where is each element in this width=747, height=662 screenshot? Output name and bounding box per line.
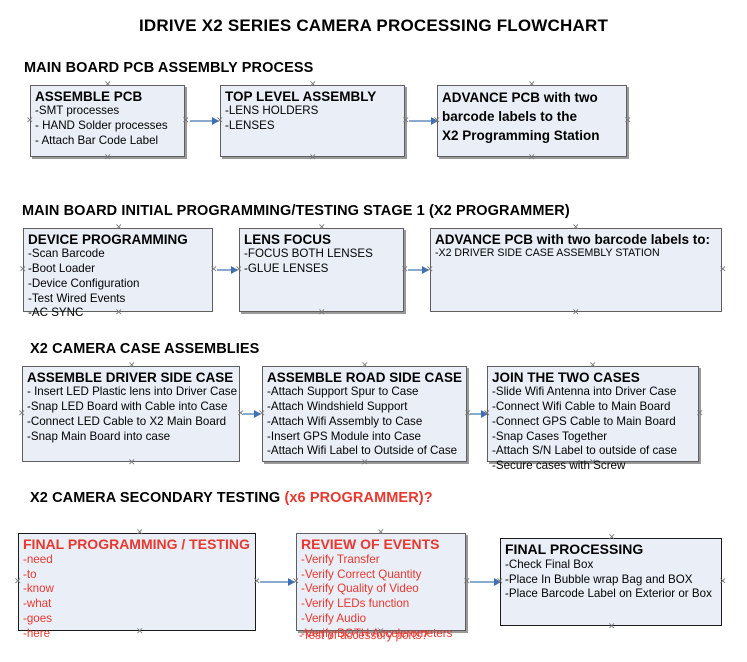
list-item: -Snap LED Board with Cable into Case [27,399,228,413]
node-assemble-pcb[interactable]: ASSEMBLE PCB -SMT processes - HAND Solde… [30,85,185,157]
node-join-the-two-cases[interactable]: JOIN THE TWO CASES -Slide Wifi Antenna i… [487,366,699,472]
node-review-of-events[interactable]: REVIEW OF EVENTS -Verify Transfer -Verif… [296,533,466,640]
list-item: -Attach Windshield Support [267,399,408,413]
list-item: -Verify Quality of Video [301,582,419,596]
list-item: -Check Final Box [505,557,594,571]
section-header-main-board-pcb-assembly: MAIN BOARD PCB ASSEMBLY PROCESS [24,60,313,76]
page-title: IDRIVE X2 SERIES CAMERA PROCESSING FLOWC… [138,16,609,35]
list-item: -Scan Barcode [28,247,105,261]
list-item: -Place Barcode Label on Exterior or Box [505,587,712,601]
list-item: -Snap Cases Together [492,429,608,443]
connector-lens-focus-to-advance-pcb [408,266,429,274]
list-item: -FOCUS BOTH LENSES [244,247,373,261]
section-header-text: MAIN BOARD INITIAL PROGRAMMING/TESTING S… [22,203,570,219]
list-item: -AC SYNC [28,306,84,320]
list-item: -SMT processes [35,104,120,118]
node-title: LENS FOCUS [244,232,332,247]
list-item: -Insert GPS Module into Case [267,429,422,443]
node-assemble-driver-side-case[interactable]: ASSEMBLE DRIVER SIDE CASE - Insert LED P… [22,366,240,462]
list-item: -X2 DRIVER SIDE CASE ASSEMBLY STATION [435,247,660,260]
node-title: ASSEMBLE PCB [35,89,143,104]
node-top-level-assembly[interactable]: TOP LEVEL ASSEMBLY -LENS HOLDERS -LENSES [220,85,405,157]
node-item-list: -Verify Transfer -Verify Correct Quantit… [301,553,461,642]
list-item: -Attach S/N Label to outside of case [492,444,677,458]
list-item: -Attach Wifi Assembly to Case [267,414,423,428]
list-item: -need [23,552,53,566]
node-item-list: -LENS HOLDERS -LENSES [225,104,400,134]
node-title: ASSEMBLE DRIVER SIDE CASE [27,370,234,385]
section-header-x2-camera-secondary-testing: X2 CAMERA SECONDARY TESTING (x6 PROGRAMM… [30,490,433,506]
list-item: -know [23,582,54,596]
section-header-main-board-initial-programming: MAIN BOARD INITIAL PROGRAMMING/TESTING S… [22,203,570,219]
list-item: -Connect LED Cable to X2 Main Board [27,414,227,428]
node-item-list: -FOCUS BOTH LENSES -GLUE LENSES [244,247,399,277]
list-item: -Attach Wifi Label to Outside of Case [267,444,458,458]
node-item-list: -Check Final Box -Place In Bubble wrap B… [505,558,717,602]
list-item: -LENSES [225,118,275,132]
list-item: -GLUE LENSES [244,261,329,275]
connector-device-programming-to-lens-focus [217,266,238,274]
node-title-line: barcode labels to the [442,108,578,124]
list-item: -Boot Loader [28,261,96,275]
list-item: -what [23,597,52,611]
node-item-list: -Attach Support Spur to Case -Attach Win… [267,385,462,459]
list-item: -Place In Bubble wrap Bag and BOX [505,572,693,586]
list-item: -goes [23,611,53,625]
node-assemble-road-side-case[interactable]: ASSEMBLE ROAD SIDE CASE -Attach Support … [262,366,467,462]
list-item: -Verify Audio [301,611,367,625]
node-advance-pcb-programming-station[interactable]: ADVANCE PCB with two barcode labels to t… [437,85,627,157]
section-header-accent-text: (x6 PROGRAMMER)? [284,490,433,506]
node-item-list: -Slide Wifi Antenna into Driver Case -Co… [492,385,694,474]
list-item-overflow: -Test of accessory ports? [299,629,428,642]
list-item: -Secure cases with Screw [492,459,626,473]
connector-review-of-events-to-final-processing [470,578,501,586]
node-item-list: -SMT processes - HAND Solder processes -… [35,104,180,148]
section-header-text: X2 CAMERA CASE ASSEMBLIES [30,341,260,357]
connector-driver-side-to-road-side [243,410,261,418]
list-item: - Attach Bar Code Label [35,133,159,147]
section-header-text: X2 CAMERA SECONDARY TESTING [30,490,285,506]
section-header-x2-camera-case-assemblies: X2 CAMERA CASE ASSEMBLIES [30,341,259,357]
list-item: -Slide Wifi Antenna into Driver Case [492,385,677,399]
list-item: -to [23,567,37,581]
node-device-programming[interactable]: DEVICE PROGRAMMING -Scan Barcode -Boot L… [23,228,213,319]
node-title-line: X2 Programming Station [442,127,600,143]
connector-road-side-to-join-cases [470,410,488,418]
list-item: -Snap Main Board into case [27,429,171,443]
list-item: -Verify Correct Quantity [301,567,422,581]
list-item: -Device Configuration [28,276,140,290]
node-lens-focus[interactable]: LENS FOCUS -FOCUS BOTH LENSES -GLUE LENS… [239,228,404,312]
connector-final-programming-to-review-of-events [260,578,295,586]
node-title: JOIN THE TWO CASES [492,370,640,385]
node-item-list: -X2 DRIVER SIDE CASE ASSEMBLY STATION [435,247,717,261]
node-item-list: -need -to -know -what -goes -here [23,553,251,642]
node-title: FINAL PROGRAMMING / TESTING [23,536,250,552]
node-title: ASSEMBLE ROAD SIDE CASE [267,370,463,385]
node-item-list: -Scan Barcode -Boot Loader -Device Confi… [28,247,208,321]
node-title: ADVANCE PCB with two barcode labels to: [435,232,711,247]
connector-top-level-assembly-to-advance-pcb [409,117,438,125]
node-title-line: ADVANCE PCB with two [442,90,598,105]
node-title: DEVICE PROGRAMMING [28,232,188,247]
node-title: REVIEW OF EVENTS [301,536,440,552]
list-item: -here [23,626,51,640]
list-item: -Connect GPS Cable to Main Board [492,414,676,428]
list-item: -Test Wired Events [28,291,126,305]
node-final-processing[interactable]: FINAL PROCESSING -Check Final Box -Place… [500,538,722,626]
list-item: -Connect Wifi Cable to Main Board [492,399,671,413]
node-final-programming-testing[interactable]: FINAL PROGRAMMING / TESTING -need -to -k… [18,533,256,640]
node-title: TOP LEVEL ASSEMBLY [225,89,377,104]
node-item-list: - Insert LED Plastic lens into Driver Ca… [27,385,238,444]
list-item: - HAND Solder processes [35,118,168,132]
list-item: -Verify BOTH Accelerometers [301,626,453,640]
connector-assemble-pcb-to-top-level-assembly [190,117,219,125]
node-title: FINAL PROCESSING [505,541,644,557]
list-item: -Verify Transfer [301,552,380,566]
list-item: -LENS HOLDERS [225,104,319,118]
list-item: - Insert LED Plastic lens into Driver Ca… [27,385,238,399]
list-item: -Attach Support Spur to Case [267,385,419,399]
node-advance-pcb-driver-side-case[interactable]: ADVANCE PCB with two barcode labels to: … [430,228,722,312]
list-item: -Verify LEDs function [301,597,410,611]
section-header-text: MAIN BOARD PCB ASSEMBLY PROCESS [24,60,314,76]
